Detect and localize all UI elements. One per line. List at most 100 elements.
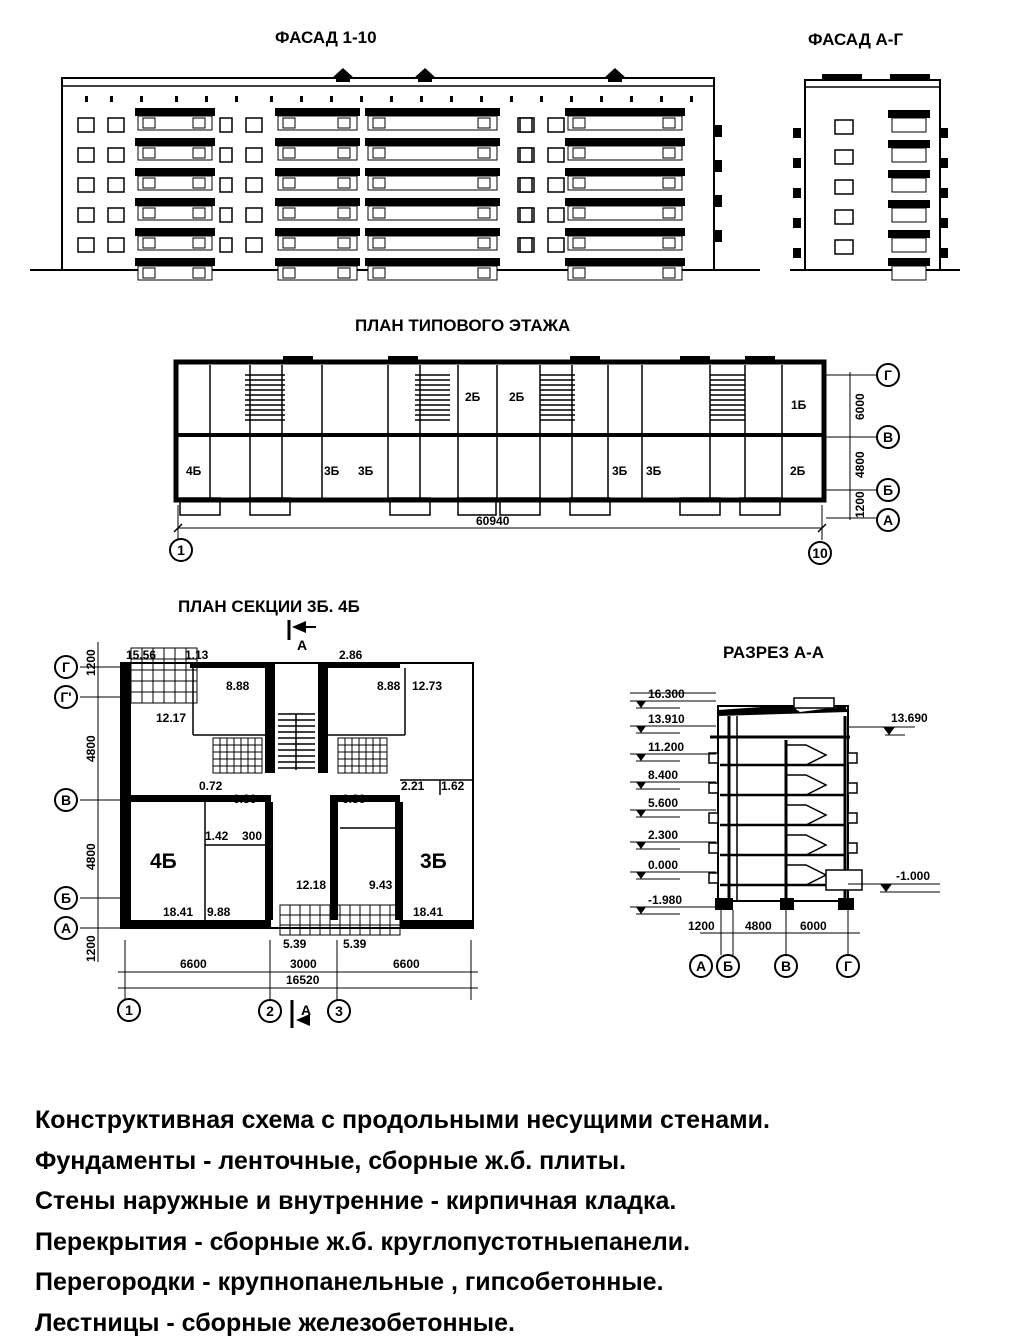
grid-cell [351,751,360,760]
axis-bubble [54,916,78,940]
grid-cell [254,744,263,753]
grid-cell [358,744,367,753]
axis-bubble [716,954,740,978]
facade-vent [235,96,238,102]
facade-a-g-title: ФАСАД А-Г [808,30,903,49]
grid-cell [349,914,361,926]
facade-window [372,267,386,279]
plan-balcony [457,497,497,516]
facade-balcony [275,228,360,236]
grid-cell [359,924,371,936]
apartment-label: 3Б [420,850,447,873]
area-label: 18.41 [163,905,193,919]
facade-window [547,237,565,253]
grid-cell [219,758,228,767]
facade-window [572,207,586,219]
facade-balcony-rail [567,115,683,131]
grid-cell [219,737,228,746]
axis-label: Г [62,659,70,675]
grid-cell [233,765,242,774]
level-label: 16.300 [648,687,685,701]
facade-1-10-title: ФАСАД 1-10 [275,28,377,47]
facade-balcony [365,228,500,236]
facade-window [477,267,491,279]
facade-bracket [793,158,801,168]
dimension-label: 1200 [84,649,98,676]
area-label: 15.56 [126,648,156,662]
facade-window [192,207,206,219]
facade-balcony [135,108,215,116]
area-label: 2.86 [339,648,363,662]
facade-balcony [365,198,500,206]
axis-bubble [876,508,900,532]
grid-cell [233,744,242,753]
grid-cell [309,904,321,916]
section-a-a: РАЗРЕЗ А-А 16.30013.91011.2008.4005.6002… [630,643,940,978]
area-label: 300 [242,829,262,843]
axis-bubble [169,538,193,562]
axis-bubble [54,655,78,679]
apartment-label: 3Б [324,464,340,478]
level-marker [636,810,646,817]
facade-balcony [888,170,930,178]
grid-cell [329,924,341,936]
axis-label: Б [61,890,71,906]
facade-window [372,237,386,249]
grid-cell [372,744,381,753]
level-label: -1.000 [896,869,930,883]
facade-window [245,207,263,223]
plan-balcony [569,497,611,516]
plan-balcony [249,497,291,516]
facade-balcony-rail [367,145,498,161]
facade-balcony [135,228,215,236]
facade-balcony-rail [367,115,498,131]
dimension-label: 6000 [853,393,867,420]
stair-flight [786,834,828,856]
facade-balcony [135,138,215,146]
grid-cell [226,744,235,753]
axis-label: 1 [125,1002,133,1018]
grid-cell [344,737,353,746]
area-label: 1.13 [185,648,209,662]
grid-cell [219,744,228,753]
facade-vent [630,96,633,102]
entrance-canopy [825,869,863,891]
area-label: 2.21 [401,779,425,793]
facade-window [77,207,95,223]
axis-label: 3 [335,1003,343,1019]
grid-cell [379,765,388,774]
grid-cell [369,914,381,926]
facade-balcony [847,752,858,764]
facade-balcony [565,198,685,206]
facade-balcony [888,200,930,208]
grid-cell [349,924,361,936]
facade-vent [390,96,393,102]
facade-window [337,147,351,159]
facade-balcony-rail [567,175,683,191]
grid-cell [240,737,249,746]
grid-cell [339,914,351,926]
facade-window [219,147,233,163]
facade-window [337,177,351,189]
grid-cell [319,924,331,936]
description-line: Перекрытия - сборные ж.б. круглопустотны… [35,1227,691,1256]
axis-label: А [61,920,71,936]
facade-window [547,177,565,193]
facade-window [219,237,233,253]
description-line: Стены наружные и внутренние - кирпичная … [35,1187,677,1215]
facade-vent [510,96,513,102]
facade-vent [300,96,303,102]
dimension-label: 6600 [393,957,420,971]
drawing-sheet: ФАСАД 1-10 ФАСАД А-Г ПЛАН ТИПОВОГО ЭТАЖА… [30,28,960,1028]
area-label: 9.88 [207,905,231,919]
grid-cell [299,924,311,936]
grid-cell [185,669,198,682]
apartment-label: 3Б [612,464,628,478]
grid-cell [359,904,371,916]
facade-window [662,147,676,159]
grid-cell [358,758,367,767]
area-label: 6.86 [233,792,257,806]
facade-window [372,147,386,159]
facade-vent [330,96,333,102]
plan-balcony [389,497,431,516]
